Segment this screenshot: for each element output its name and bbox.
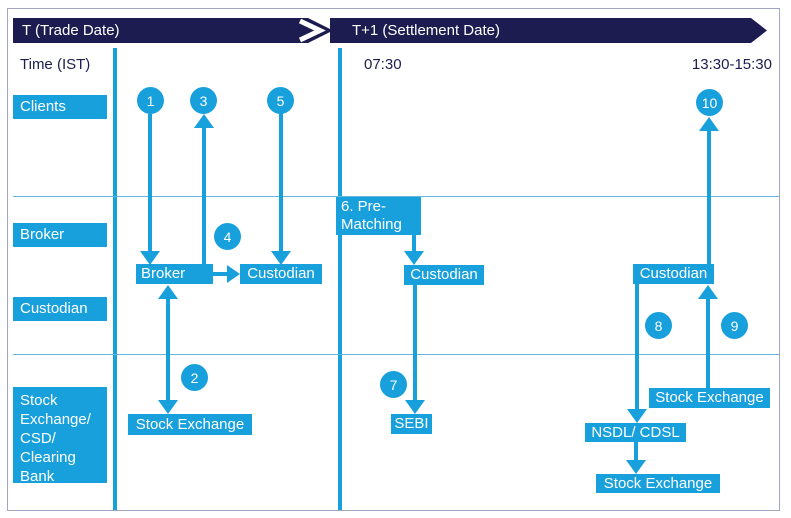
step-circle-5: 5 bbox=[267, 87, 294, 114]
step-circle-1: 1 bbox=[137, 87, 164, 114]
step-circle-10: 10 bbox=[696, 89, 723, 116]
arrow-9-head-icon bbox=[698, 285, 718, 299]
arrow-10-head-icon bbox=[699, 117, 719, 131]
lane-divider-1 bbox=[13, 196, 779, 197]
lane-divider-2 bbox=[13, 354, 779, 355]
arrow-4-head-icon bbox=[227, 265, 240, 283]
arrow-3-head-icon bbox=[194, 114, 214, 128]
lane-label-stock-exchange-csd-clearing-bank: Stock Exchange/ CSD/ Clearing Bank bbox=[13, 387, 107, 485]
arrow-5-line bbox=[279, 113, 283, 251]
arrow-1-head-icon bbox=[140, 251, 160, 265]
arrow-6-head-icon bbox=[404, 251, 424, 265]
arrow-10-line bbox=[707, 130, 711, 264]
node-custodian-settlement-morning: Custodian bbox=[404, 265, 484, 285]
arrow-4-line bbox=[213, 272, 229, 276]
arrow-3-line bbox=[202, 128, 206, 264]
banner-trade-date-label: T (Trade Date) bbox=[22, 22, 120, 39]
time-afternoon-label: 13:30-15:30 bbox=[691, 56, 772, 73]
arrow-8-line bbox=[635, 284, 639, 410]
trade-date-axis-line bbox=[113, 48, 117, 510]
node-nsdl-cdsl: NSDL/ CDSL bbox=[585, 423, 686, 442]
arrow-nsdl-to-exchange-head-icon bbox=[626, 460, 646, 474]
node-custodian-trade-date: Custodian bbox=[240, 264, 322, 284]
arrow-6-line bbox=[412, 234, 416, 252]
lane-label-custodian: Custodian bbox=[13, 297, 107, 321]
arrow-2-up-head-icon bbox=[158, 285, 178, 299]
node-broker: Broker bbox=[136, 264, 213, 284]
node-stock-exchange-trade-date: Stock Exchange bbox=[128, 414, 252, 435]
node-stock-exchange-settlement-bottom: Stock Exchange bbox=[596, 474, 720, 493]
banner-trade-date: T (Trade Date) bbox=[13, 18, 333, 43]
time-axis-label: Time (IST) bbox=[20, 56, 91, 73]
arrow-9-line bbox=[706, 298, 710, 388]
arrow-2-line bbox=[166, 298, 170, 401]
arrow-5-head-icon bbox=[271, 251, 291, 265]
time-morning-label: 07:30 bbox=[364, 56, 402, 73]
arrow-7-head-icon bbox=[405, 400, 425, 414]
arrow-2-down-head-icon bbox=[158, 400, 178, 414]
banner-settlement-date-label: T+1 (Settlement Date) bbox=[352, 22, 500, 39]
banner-separator-chevron-icon bbox=[298, 18, 326, 43]
settlement-date-axis-line bbox=[338, 48, 342, 510]
arrow-nsdl-to-exchange-line bbox=[634, 442, 638, 462]
step-circle-8: 8 bbox=[645, 312, 672, 339]
lane-label-clients: Clients bbox=[13, 95, 107, 119]
step-circle-4: 4 bbox=[214, 223, 241, 250]
banner-settlement-date: T+1 (Settlement Date) bbox=[330, 18, 767, 43]
node-stock-exchange-settlement-top: Stock Exchange bbox=[649, 388, 770, 408]
lane-label-broker: Broker bbox=[13, 223, 107, 247]
step-circle-2: 2 bbox=[181, 364, 208, 391]
arrow-8-head-icon bbox=[627, 409, 647, 423]
node-custodian-settlement-afternoon: Custodian bbox=[633, 264, 714, 284]
node-sebi: SEBI bbox=[391, 414, 432, 434]
node-pre-matching: 6. Pre-Matching bbox=[336, 197, 421, 235]
step-circle-7: 7 bbox=[380, 371, 407, 398]
arrow-1-line bbox=[148, 114, 152, 251]
step-circle-3: 3 bbox=[190, 87, 217, 114]
arrow-7-line bbox=[413, 285, 417, 400]
step-circle-9: 9 bbox=[721, 312, 748, 339]
